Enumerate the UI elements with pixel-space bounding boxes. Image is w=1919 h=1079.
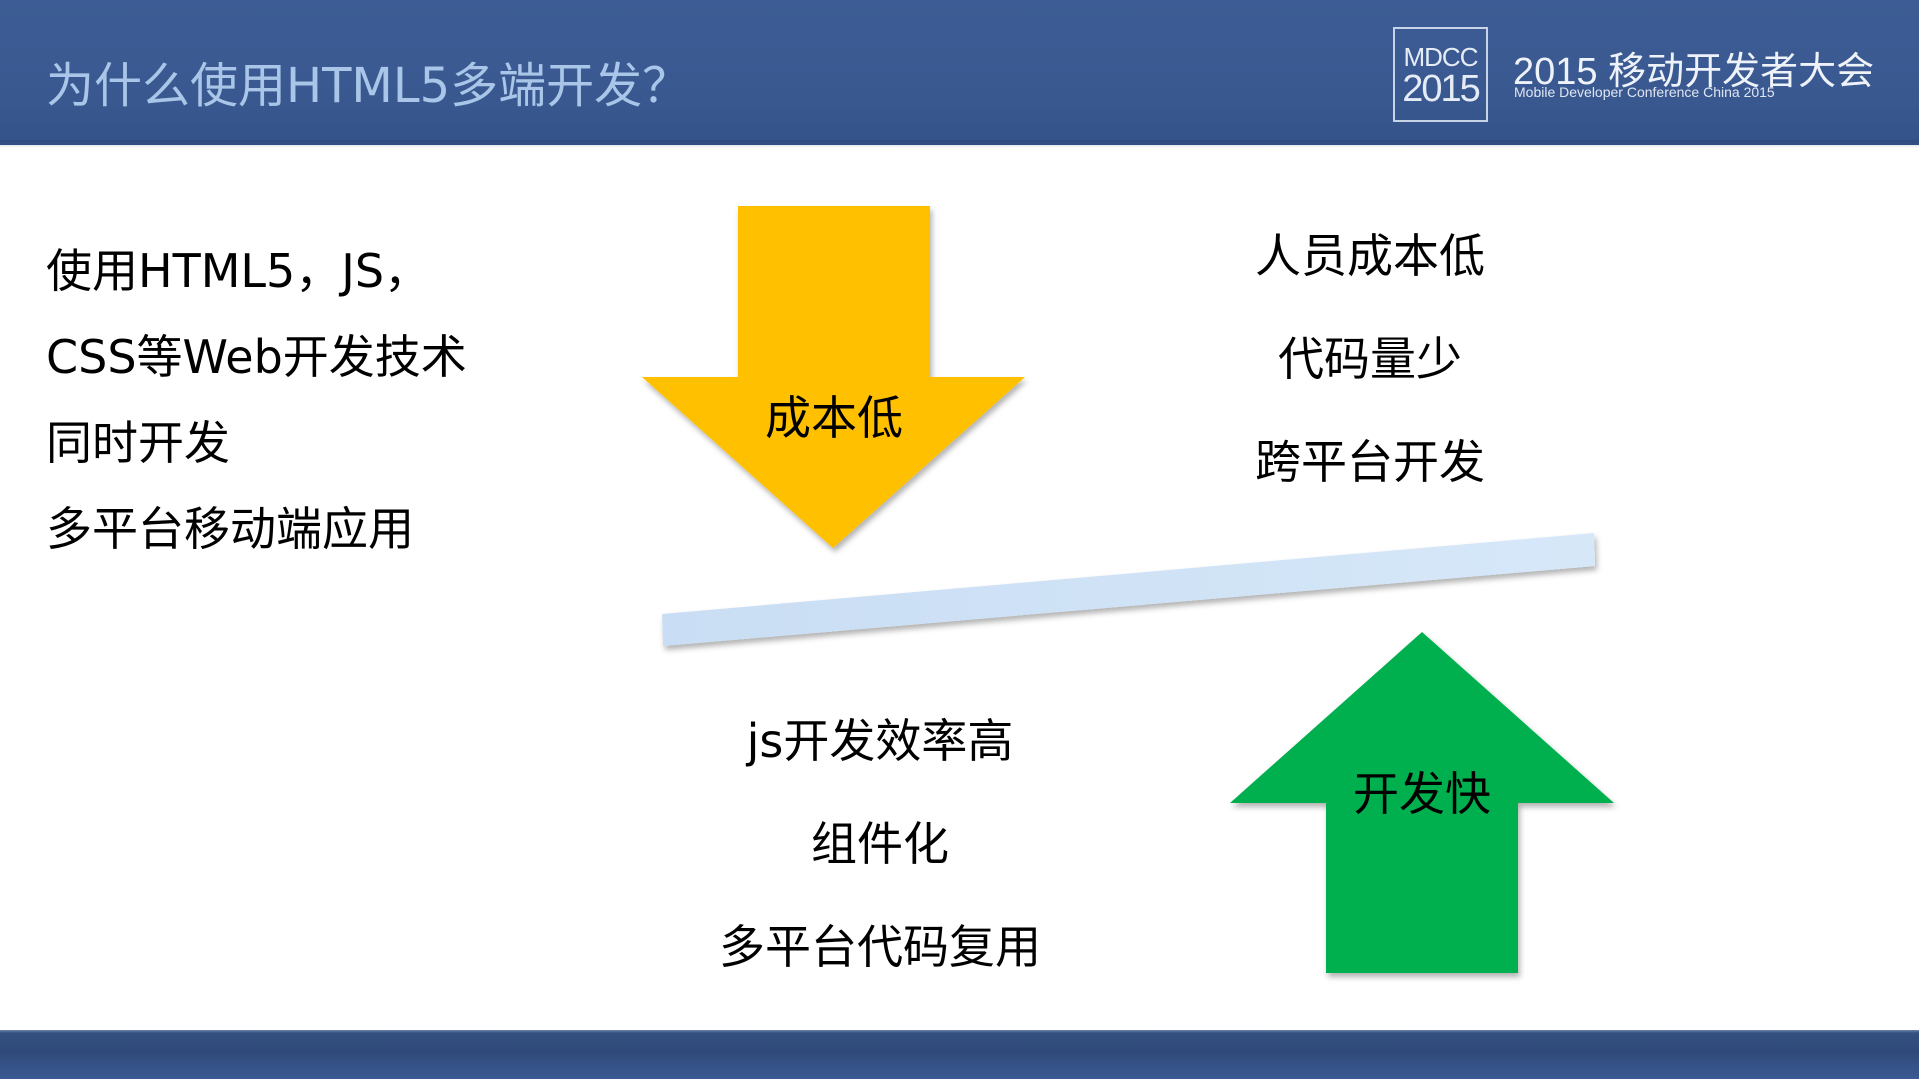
slide-header: 为什么使用HTML5多端开发？ MDCC 2015 2015 移动开发者大会 M…	[0, 0, 1919, 145]
cost-points-list: 人员成本低 代码量少 跨平台开发	[1170, 205, 1570, 514]
logo-line-1: MDCC	[1403, 42, 1479, 72]
intro-line: 使用HTML5，JS，	[46, 244, 431, 298]
up-arrow-icon	[1230, 632, 1614, 973]
intro-line: CSS等Web开发技术	[46, 330, 467, 384]
intro-line: 同时开发	[46, 416, 230, 470]
down-arrow-label: 成本低	[765, 391, 903, 445]
slide-footer	[0, 1030, 1919, 1079]
conference-subtitle: Mobile Developer Conference China 2015	[1514, 84, 1775, 100]
mdcc-logo: MDCC 2015	[1393, 27, 1488, 122]
list-item: js开发效率高	[746, 714, 1014, 768]
list-item: 跨平台开发	[1255, 435, 1485, 489]
list-item: 人员成本低	[1255, 229, 1485, 283]
intro-line: 多平台移动端应用	[46, 502, 414, 556]
balance-bar	[662, 533, 1595, 646]
intro-text: 使用HTML5，JS， CSS等Web开发技术 同时开发 多平台移动端应用	[46, 228, 467, 572]
list-item: 组件化	[811, 817, 949, 871]
list-item: 代码量少	[1278, 332, 1462, 386]
header-shadow	[0, 140, 1919, 148]
up-arrow-label: 开发快	[1353, 767, 1491, 821]
list-item: 多平台代码复用	[719, 920, 1041, 974]
down-arrow-icon	[642, 206, 1025, 548]
conference-name: 2015 移动开发者大会	[1513, 51, 1875, 93]
logo-line-2: 2015	[1402, 68, 1481, 110]
slide-title: 为什么使用HTML5多端开发？	[46, 58, 691, 114]
speed-points-list: js开发效率高 组件化 多平台代码复用	[680, 690, 1080, 999]
